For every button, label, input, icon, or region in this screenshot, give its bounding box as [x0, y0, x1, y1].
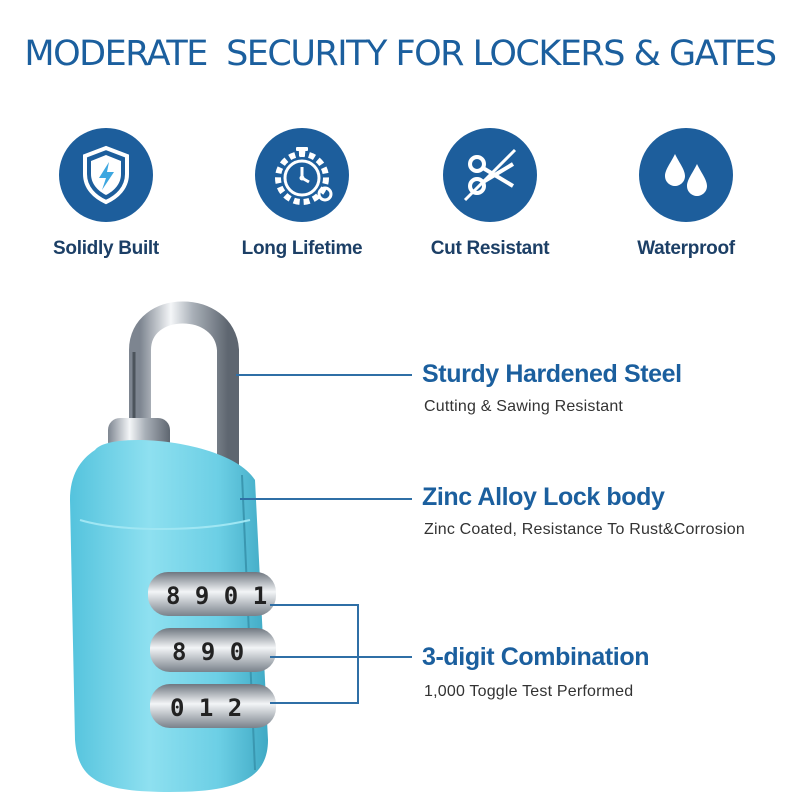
spec-title-body: Zinc Alloy Lock body	[422, 483, 665, 511]
spec-subtitle-combination: 1,000 Toggle Test Performed	[424, 683, 634, 700]
leader-line-dials-bottom	[270, 702, 358, 704]
page-title: MODERATE SECURITY FOR LOCKERS & GATES	[24, 34, 777, 74]
feature-icon-circle	[443, 128, 537, 222]
padlock-illustration: 8 9 0 1 8 9 0 0 1 2	[0, 270, 410, 800]
leader-line-dials-vertical	[357, 604, 359, 704]
feature-cut-resistant: Cut Resistant	[400, 128, 580, 260]
dial-2-digits: 8 9 0	[172, 638, 244, 666]
feature-icon-circle	[59, 128, 153, 222]
leader-line-dials-top	[270, 604, 358, 606]
leader-line-steel	[236, 374, 412, 376]
feature-label: Cut Resistant	[430, 238, 550, 259]
padlock-icon: 8 9 0 1 8 9 0 0 1 2	[70, 301, 276, 792]
feature-long-lifetime: Long Lifetime	[212, 128, 392, 260]
feature-icon-circle	[255, 128, 349, 222]
feature-icon-circle	[639, 128, 733, 222]
feature-label: Waterproof	[637, 238, 735, 259]
feature-label: Solidly Built	[53, 238, 159, 259]
feature-label: Long Lifetime	[241, 238, 363, 259]
gear-stopwatch-icon	[275, 147, 333, 205]
scissors-icon	[463, 148, 517, 202]
spec-subtitle-body: Zinc Coated, Resistance To Rust&Corrosio…	[424, 521, 745, 538]
dial-1-digits: 8 9 0 1	[166, 582, 267, 610]
spec-title-steel: Sturdy Hardened Steel	[422, 360, 682, 388]
leader-line-body	[240, 498, 412, 500]
feature-solidly-built: Solidly Built	[16, 128, 196, 260]
shield-bolt-icon	[83, 145, 129, 205]
leader-line-dials-mid	[270, 656, 412, 658]
spec-title-combination: 3-digit Combination	[422, 643, 650, 671]
feature-waterproof: Waterproof	[596, 128, 776, 260]
water-drops-icon	[665, 154, 707, 196]
dial-3-digits: 0 1 2	[170, 694, 242, 722]
spec-subtitle-steel: Cutting & Sawing Resistant	[424, 398, 624, 415]
